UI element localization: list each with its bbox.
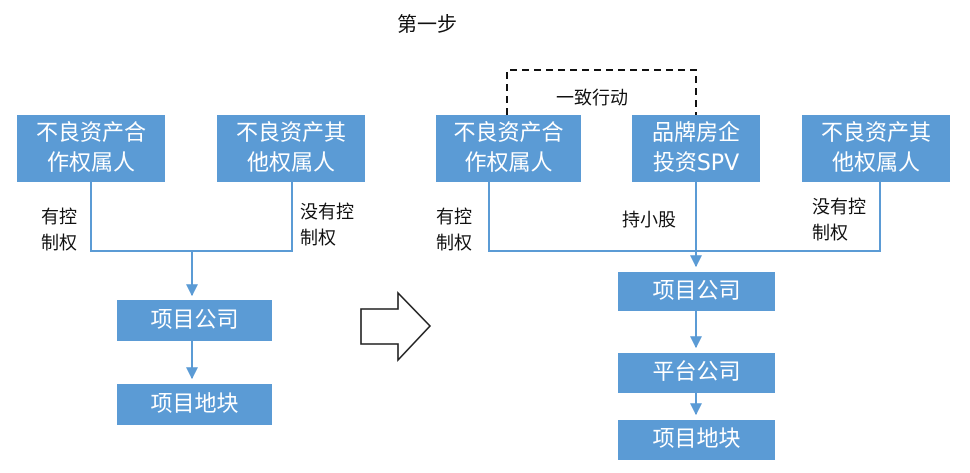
left-holder-a-box: 不良资产合 作权属人 bbox=[17, 115, 165, 182]
left-project-company-box: 项目公司 bbox=[117, 300, 272, 341]
right-holder-a-box: 不良资产合 作权属人 bbox=[436, 115, 581, 182]
concert-bracket bbox=[506, 69, 697, 115]
right-platform-company-box: 平台公司 bbox=[618, 353, 775, 393]
right-label-a: 有控 制权 bbox=[436, 207, 472, 254]
right-project-company-box: 项目公司 bbox=[618, 272, 775, 311]
page-title: 第一步 bbox=[397, 12, 457, 36]
right-connectors bbox=[488, 182, 881, 416]
left-label-b: 没有控 制权 bbox=[300, 202, 354, 249]
left-holder-b-box: 不良资产其 他权属人 bbox=[217, 115, 365, 182]
left-label-a: 有控 制权 bbox=[41, 207, 77, 254]
right-label-mid: 持小股 bbox=[622, 210, 676, 231]
concert-label: 一致行动 bbox=[556, 88, 628, 109]
right-land-box: 项目地块 bbox=[618, 420, 775, 460]
left-land-box: 项目地块 bbox=[117, 384, 272, 425]
left-connectors bbox=[90, 182, 293, 380]
right-label-b: 没有控 制权 bbox=[812, 197, 866, 244]
transition-arrow bbox=[360, 291, 432, 363]
right-developer-box: 品牌房企 投资SPV bbox=[632, 115, 760, 182]
right-holder-b-box: 不良资产其 他权属人 bbox=[802, 115, 950, 182]
